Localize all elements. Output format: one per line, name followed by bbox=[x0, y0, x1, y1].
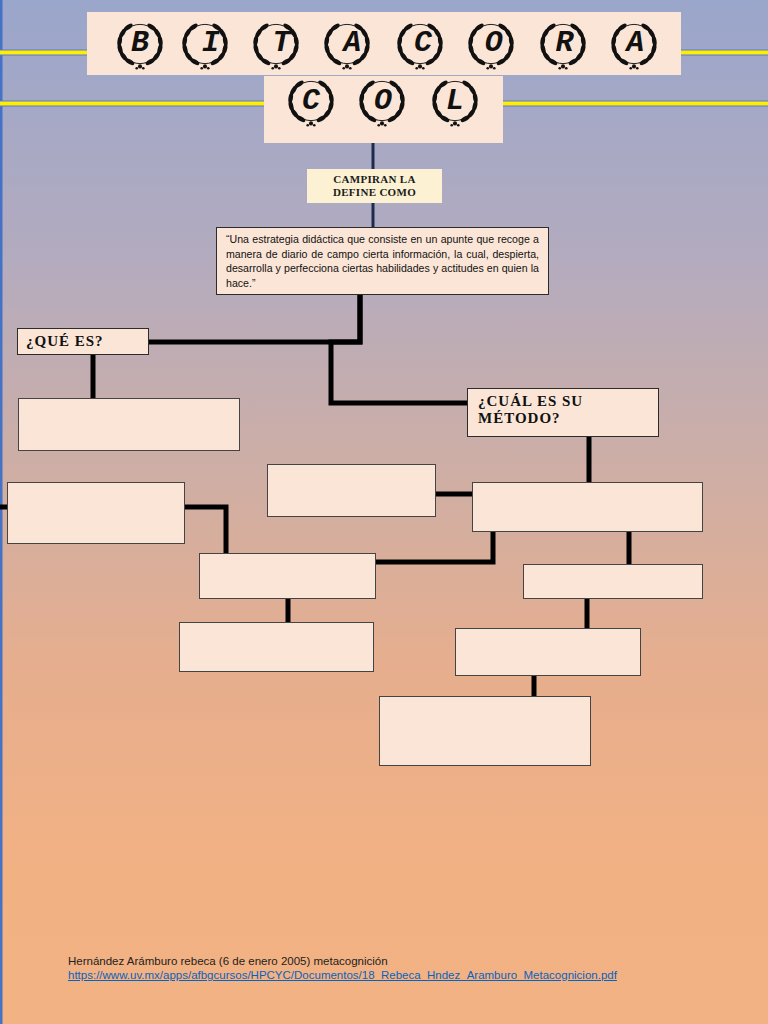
title-letters: COL bbox=[302, 76, 518, 126]
definition-tag: CAMPIRAN LA DEFINE COMO bbox=[307, 169, 442, 203]
reference-text: Hernández Arámburo rebeca (6 de enero 20… bbox=[68, 955, 388, 967]
laurel-wreath bbox=[359, 79, 406, 126]
laurel-wreath bbox=[324, 22, 371, 69]
laurel-wreath bbox=[397, 22, 444, 69]
connector-line bbox=[149, 295, 360, 342]
laurel-wreath bbox=[288, 79, 335, 126]
node-text: ¿QUÉ ES? bbox=[26, 333, 148, 350]
laurel-wreath bbox=[253, 22, 300, 69]
node-text: ¿CUÁL ES SU MÉTODO? bbox=[478, 393, 628, 427]
laurel-wreath bbox=[468, 22, 515, 69]
reference-link: https://www.uv.mx/apps/afbgcursos/HPCYC/… bbox=[68, 969, 617, 981]
title-band: COL bbox=[264, 76, 503, 143]
node-text: CAMPIRAN LA DEFINE COMO bbox=[327, 173, 423, 199]
connector-line bbox=[372, 203, 375, 227]
quote-box: “Una estrategia didáctica que consiste e… bbox=[216, 227, 549, 295]
connector-line bbox=[331, 295, 467, 403]
side-rule bbox=[0, 0, 3, 1024]
question-box: ¿QUÉ ES? bbox=[17, 328, 149, 355]
laurel-wreath bbox=[432, 79, 479, 126]
connector-line bbox=[372, 143, 375, 169]
title-band: BITACORA bbox=[87, 12, 681, 75]
laurel-wreath bbox=[117, 22, 164, 69]
quote: “Una estrategia didáctica que consiste e… bbox=[217, 228, 548, 290]
question-box: ¿CUÁL ES SU MÉTODO? bbox=[467, 388, 659, 437]
blank-boxes bbox=[8, 399, 703, 766]
title-letters: BITACORA bbox=[131, 12, 697, 75]
laurel-wreath bbox=[540, 22, 587, 69]
laurel-wreath bbox=[611, 22, 658, 69]
laurel-wreath bbox=[182, 22, 229, 69]
